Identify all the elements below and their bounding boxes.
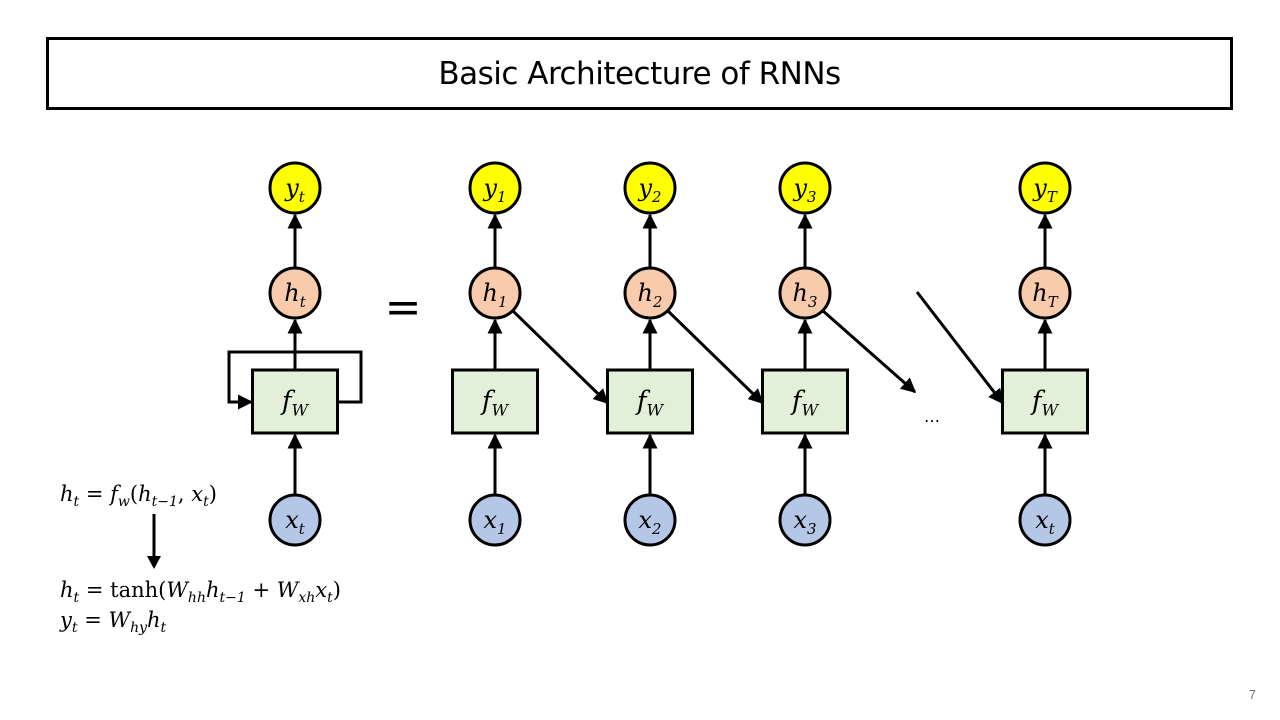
step-1-input-label: x1 [483,506,506,538]
step-3-hidden-node [778,266,832,320]
down-arrow-icon [147,514,161,569]
recurrent-loop-arrow-left [227,350,295,410]
equation-recurrence: ht = fw(ht−1, xt) [60,482,217,510]
step-3-function-box [761,368,849,435]
folded-input-node [268,493,322,547]
step-1-hidden-label: h1 [483,279,508,311]
step-2-hidden-node [623,266,677,320]
hidden-transition-arrow-2 [666,309,764,405]
step-4-hidden-label: hT [1032,279,1058,311]
step-2-hidden-label: h2 [638,279,663,311]
step-2-output-label: y2 [637,174,661,206]
step-1-input-node [468,493,522,547]
step-3-output-label: y3 [792,174,816,206]
step-3-input-node [778,493,832,547]
step-2-output-node [623,161,677,215]
step-2-input-label: x2 [638,506,661,538]
step-4-input-label: xt [1035,506,1055,538]
step-3-input-label: x3 [793,506,816,538]
ellipsis: … [924,407,940,426]
slide-title: Basic Architecture of RNNs [438,55,841,92]
step-1-function-box [451,368,539,435]
hidden-transition-arrow-4 [915,291,1004,405]
step-1-output-node [468,161,522,215]
folded-output-label: yt [284,174,305,206]
hidden-transition-arrow-3 [821,309,917,394]
step-2-function-box [606,368,694,435]
step-4-output-node [1018,161,1072,215]
step-1-hidden-node [468,266,522,320]
recurrent-loop-arrow-right [295,350,363,404]
step-2-input-node [623,493,677,547]
page-number: 7 [1248,687,1256,702]
folded-hidden-label: ht [284,279,305,311]
equation-hidden-update: ht = tanh(Whhht−1 + Wxhxt) [60,578,341,606]
step-3-hidden-label: h3 [793,279,818,311]
slide-title-box: Basic Architecture of RNNs [46,37,1233,110]
folded-input-label: xt [285,506,305,538]
equation-output: yt = Whyht [60,608,167,636]
equals-sign: = [385,282,422,333]
hidden-transition-arrow-1 [511,309,609,405]
step-3-output-node [778,161,832,215]
step-4-hidden-node [1018,266,1072,320]
step-4-output-label: yT [1032,174,1058,206]
folded-function-box [251,368,339,435]
step-4-function-box [1001,368,1089,435]
step-4-input-node [1018,493,1072,547]
step-1-output-label: y1 [482,174,506,206]
folded-output-node [268,161,322,215]
folded-hidden-node [268,266,322,320]
